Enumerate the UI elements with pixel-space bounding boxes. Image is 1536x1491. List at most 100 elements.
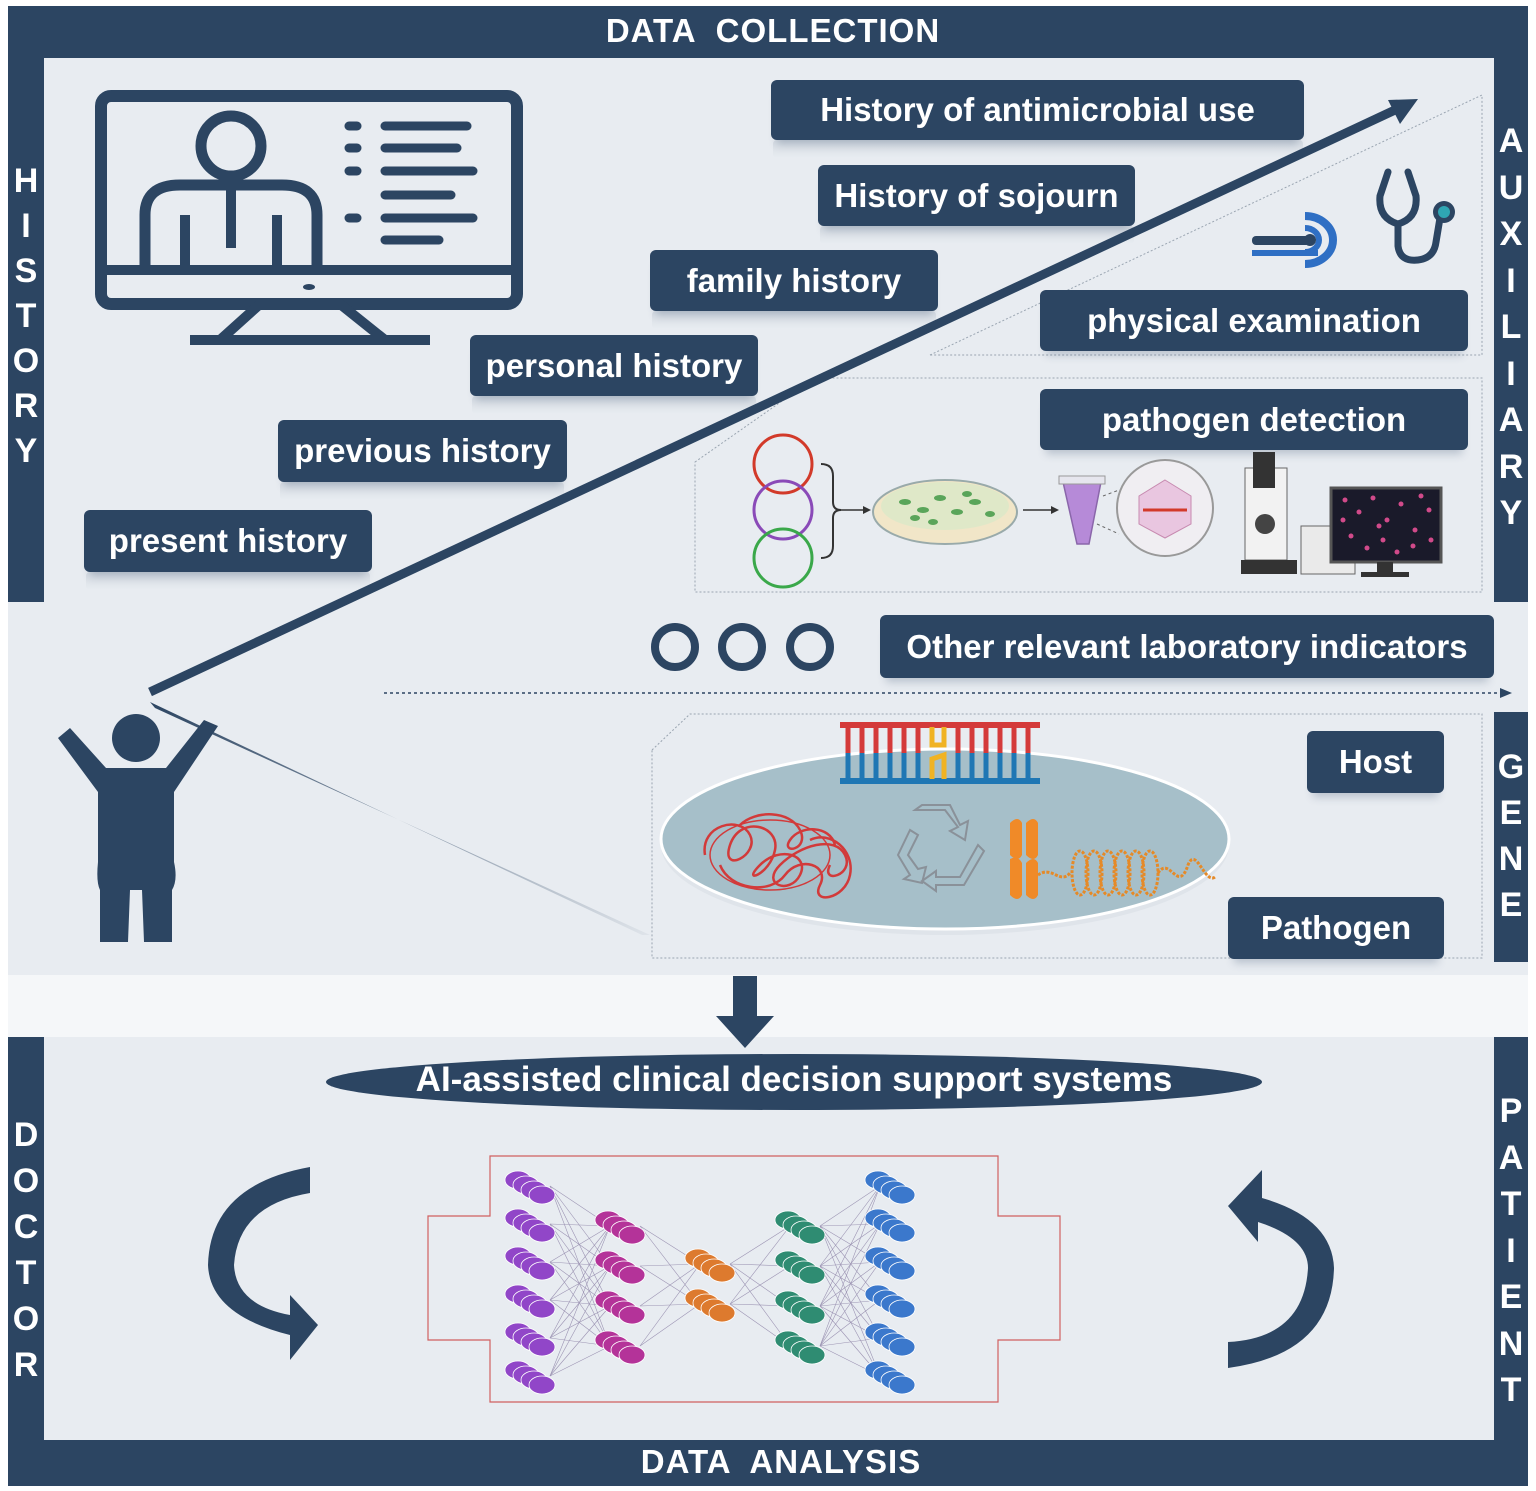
- previous-history-pill: previous history: [278, 420, 567, 482]
- patient-label-letter: N: [1498, 1324, 1524, 1363]
- nn-node: [888, 1299, 916, 1319]
- nn-edge: [549, 1225, 611, 1377]
- ai-cdss-ellipse: [326, 1054, 1262, 1110]
- recycle-arrows: [896, 804, 986, 893]
- gene-label-letter: G: [1497, 748, 1525, 786]
- pill-reflection: [86, 572, 370, 590]
- nn-edge: [549, 1265, 611, 1301]
- sight-lines: [148, 94, 1512, 959]
- nn-node: [708, 1263, 736, 1283]
- gene-disc-illustration: [659, 722, 1231, 935]
- doctor-label-letter: C: [13, 1208, 39, 1246]
- nn-edge: [549, 1345, 611, 1377]
- nn-node: [798, 1305, 826, 1325]
- nn-edge: [819, 1265, 881, 1377]
- nn-edge: [819, 1261, 881, 1347]
- history-bar: [8, 55, 44, 602]
- patient-label-letter: I: [1506, 1231, 1516, 1270]
- physical-examination-pill: physical examination: [1040, 290, 1468, 351]
- nn-edge: [549, 1223, 611, 1347]
- tangled-genome: [703, 813, 852, 899]
- sojourn-history-pill: History of sojourn: [818, 165, 1135, 226]
- nn-edge: [819, 1225, 881, 1377]
- gene-bar: [1494, 712, 1528, 962]
- auxiliary-label-letter: L: [1500, 308, 1522, 346]
- auxiliary-label-letter: A: [1498, 401, 1524, 439]
- ai-cdss-label: AI-assisted clinical decision support sy…: [415, 1060, 1173, 1099]
- pathogen-detection-workflow-illustration: [752, 433, 1443, 589]
- nn-edge: [549, 1305, 611, 1377]
- history-label-letter: R: [13, 387, 39, 425]
- dna-ladder: [840, 722, 1040, 784]
- patient-label-letter: T: [1500, 1371, 1522, 1409]
- auxiliary-bar: [1494, 55, 1528, 602]
- nn-edge: [819, 1223, 881, 1307]
- patient-label-letter: T: [1500, 1185, 1522, 1223]
- data-analysis-title: DATA ANALYSIS: [640, 1443, 922, 1480]
- nn-node: [528, 1299, 556, 1319]
- other-laboratory-indicators-pill: Other relevant laboratory indicators: [880, 615, 1494, 678]
- bottom-bar: [8, 1440, 1528, 1486]
- present-history-pill: present history: [84, 510, 372, 572]
- neural-network-diagram: [427, 1155, 1061, 1403]
- history-label-letter: O: [12, 342, 40, 380]
- patient-label-letter: E: [1499, 1278, 1523, 1316]
- nn-edge: [819, 1261, 881, 1307]
- history-label-letter: Y: [14, 432, 38, 470]
- pill-reflection: [280, 482, 564, 500]
- nn-edge: [729, 1225, 791, 1265]
- data-collection-title: DATA COLLECTION: [605, 12, 941, 49]
- nn-node: [618, 1225, 646, 1245]
- nn-node: [888, 1337, 916, 1357]
- doctor-label-letter: D: [13, 1116, 39, 1154]
- auxiliary-label-letter: R: [1498, 447, 1524, 486]
- pill-reflection: [652, 311, 936, 329]
- history-label-letter: I: [21, 207, 31, 245]
- nn-edge: [549, 1225, 611, 1301]
- patient-label-letter: P: [1499, 1092, 1523, 1130]
- doctor-bar: [8, 1037, 44, 1447]
- nn-edge: [639, 1263, 701, 1347]
- doctor-label-letter: O: [12, 1300, 40, 1338]
- nn-edge: [819, 1185, 881, 1227]
- nn-edge: [819, 1185, 881, 1267]
- patient-bar: [1494, 1037, 1528, 1447]
- nn-node: [798, 1345, 826, 1365]
- doctor-label-letter: R: [13, 1346, 39, 1384]
- computer-patient-record-icon: [95, 90, 523, 345]
- history-label-letter: S: [14, 252, 38, 290]
- nn-node: [528, 1261, 556, 1281]
- gene-label-letter: N: [1498, 840, 1524, 878]
- nn-node: [528, 1185, 556, 1205]
- nn-node: [528, 1223, 556, 1243]
- nn-edge: [639, 1263, 701, 1307]
- person-arms-raised-icon: [58, 714, 218, 942]
- personal-history-pill: personal history: [470, 335, 758, 396]
- patient-label-letter: A: [1498, 1138, 1524, 1177]
- host-pill: Host: [1307, 731, 1444, 793]
- chromatin-coil: [1037, 849, 1216, 897]
- nn-node: [528, 1375, 556, 1395]
- down-arrow-icon: [716, 976, 774, 1048]
- nn-node: [798, 1265, 826, 1285]
- nn-node: [888, 1185, 916, 1205]
- nn-node: [798, 1225, 826, 1245]
- ellipsis-circles-icon: [651, 623, 834, 671]
- auxiliary-label-letter: I: [1506, 354, 1516, 393]
- auxiliary-label-letter: I: [1506, 261, 1516, 300]
- auxiliary-label-letter: U: [1498, 168, 1524, 207]
- nn-edge: [639, 1303, 701, 1347]
- history-label-letter: T: [15, 297, 37, 335]
- chromosome: [1010, 819, 1038, 899]
- doctor-label-letter: T: [15, 1254, 37, 1292]
- nn-edge: [549, 1265, 611, 1377]
- pathogen-pill: Pathogen: [1228, 897, 1444, 959]
- nn-node: [618, 1345, 646, 1365]
- history-label-letter: H: [13, 162, 39, 200]
- gene-label-letter: E: [1499, 886, 1523, 924]
- nn-edge: [549, 1223, 611, 1307]
- top-bar: [8, 6, 1528, 58]
- pill-reflection: [820, 226, 1134, 244]
- nn-node: [618, 1305, 646, 1325]
- nn-node: [528, 1337, 556, 1357]
